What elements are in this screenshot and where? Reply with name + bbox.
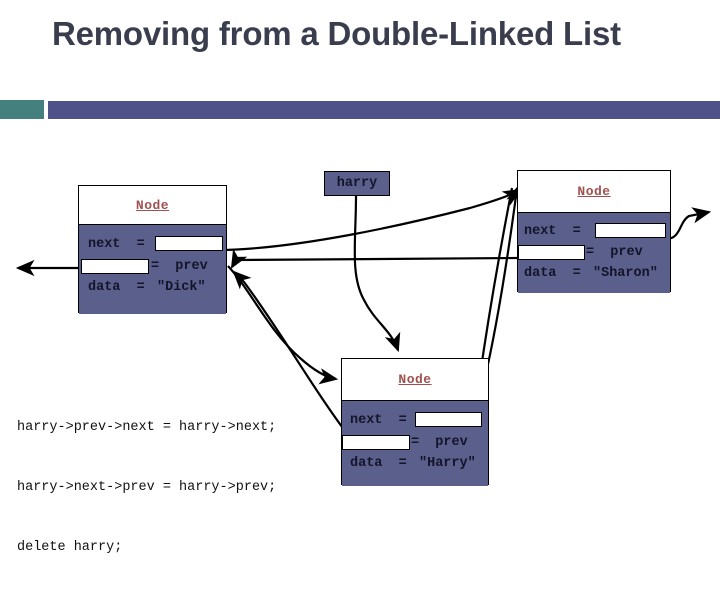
slide-canvas: Removing from a Double-Linked List Sharo…: [0, 15, 720, 555]
code-line-3: delete harry;: [17, 540, 123, 555]
node-sharon-prev-slot: [518, 245, 585, 260]
node-dick-data-value: "Dick": [157, 280, 206, 295]
node-dick-body: next = = prev data = "Dick": [79, 224, 226, 314]
node-dick: Node next = = prev data = "Dick": [78, 185, 227, 314]
node-harry-data-value: "Harry": [419, 456, 476, 471]
node-dick-header: Node: [79, 186, 226, 224]
node-sharon-header: Node: [518, 171, 670, 212]
node-dick-prev-label: = prev: [151, 259, 208, 274]
node-harry-header: Node: [342, 359, 488, 400]
code-line-1: harry->prev->next = harry->next;: [17, 420, 277, 435]
node-sharon-title: Node: [577, 184, 611, 199]
arrow-sharon-prev-to-dick: [230, 248, 519, 269]
node-dick-next-slot: [155, 236, 223, 251]
node-harry-next-label: next =: [350, 413, 407, 428]
code-line-2: harry->next->prev = harry->prev;: [17, 480, 277, 495]
node-dick-next-label: next =: [88, 237, 145, 252]
node-sharon-prev-label: = prev: [586, 245, 643, 260]
node-dick-title: Node: [135, 197, 170, 213]
node-sharon: Node next = = prev data = "Sharon": [517, 170, 671, 293]
node-harry-next-slot: [415, 412, 482, 427]
arrow-harry-label-to-node: [353, 195, 401, 353]
node-harry-prev-slot: [342, 435, 410, 450]
arrow-dick-next-to-sharon: [223, 188, 522, 252]
node-dick-prev-slot: [81, 259, 149, 274]
page-title: Removing from a Double-Linked List: [52, 15, 621, 52]
node-harry-title: Node: [398, 372, 432, 387]
pointer-label-harry-text: harry: [336, 176, 378, 191]
node-sharon-body: next = = prev data = "Sharon": [518, 212, 670, 293]
node-sharon-data-value: "Sharon": [593, 266, 658, 281]
node-harry-prev-label: = prev: [411, 435, 468, 450]
node-harry: Node next = = prev data = "Harry": [341, 358, 489, 486]
node-harry-data-label: data =: [350, 456, 407, 471]
pointer-label-harry: harry: [324, 171, 390, 196]
code-block: harry->prev->next = harry->next; harry->…: [17, 378, 347, 598]
node-sharon-next-slot: [595, 223, 666, 238]
node-sharon-data-label: data =: [524, 266, 581, 281]
arrow-harry-prev-to-dick: [232, 270, 353, 441]
node-sharon-next-label: next =: [524, 224, 581, 239]
node-harry-body: next = = prev data = "Harry": [342, 400, 488, 486]
accent-bar: [48, 101, 720, 119]
node-dick-data-label: data =: [88, 280, 145, 295]
accent-square: [0, 100, 44, 119]
